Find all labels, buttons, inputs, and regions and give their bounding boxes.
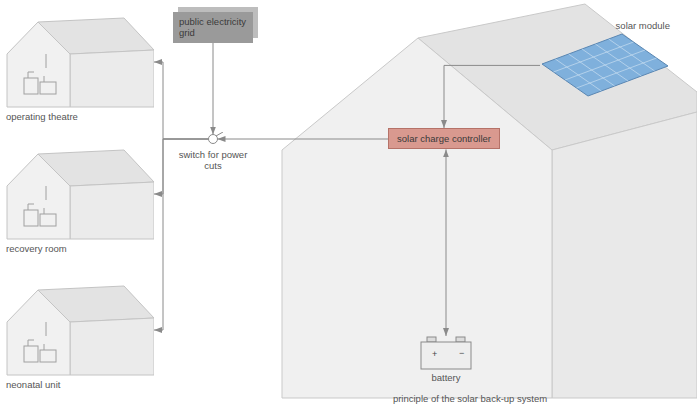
solar-panel xyxy=(540,32,670,98)
hospital-house: recovery room xyxy=(6,148,154,254)
switch-symbol xyxy=(178,132,248,146)
room-label: neonatal unit xyxy=(6,379,154,390)
terminal-sign: + xyxy=(432,350,437,359)
house-outline xyxy=(6,148,154,240)
connector xyxy=(218,139,389,140)
caption: principle of the solar back-up system xyxy=(393,394,547,404)
module-label: solar module xyxy=(540,20,670,31)
hospital-house: neonatal unit xyxy=(6,284,154,390)
room-label: recovery room xyxy=(6,243,154,254)
controller-box: solar charge controller xyxy=(388,128,500,149)
connector xyxy=(446,149,447,336)
connector xyxy=(444,65,540,128)
battery-label: battery xyxy=(420,372,472,383)
connector xyxy=(213,43,214,135)
connector xyxy=(154,139,209,330)
solar-module: solar module xyxy=(540,20,670,98)
terminal-sign: − xyxy=(459,349,464,358)
house-outline xyxy=(6,284,154,376)
controller-label: solar charge controller xyxy=(397,133,491,144)
grid-box: public electricity grid xyxy=(173,12,253,43)
power-switch: switch for power cuts xyxy=(178,132,248,172)
connector xyxy=(154,139,209,194)
hospital-house: operating theatre xyxy=(6,16,154,122)
battery-unit: battery xyxy=(420,336,472,383)
connector xyxy=(154,62,209,139)
room-label: operating theatre xyxy=(6,111,154,122)
house-outline xyxy=(6,16,154,108)
grid-label: public electricity grid xyxy=(179,16,247,39)
switch-label: switch for power cuts xyxy=(178,149,248,172)
